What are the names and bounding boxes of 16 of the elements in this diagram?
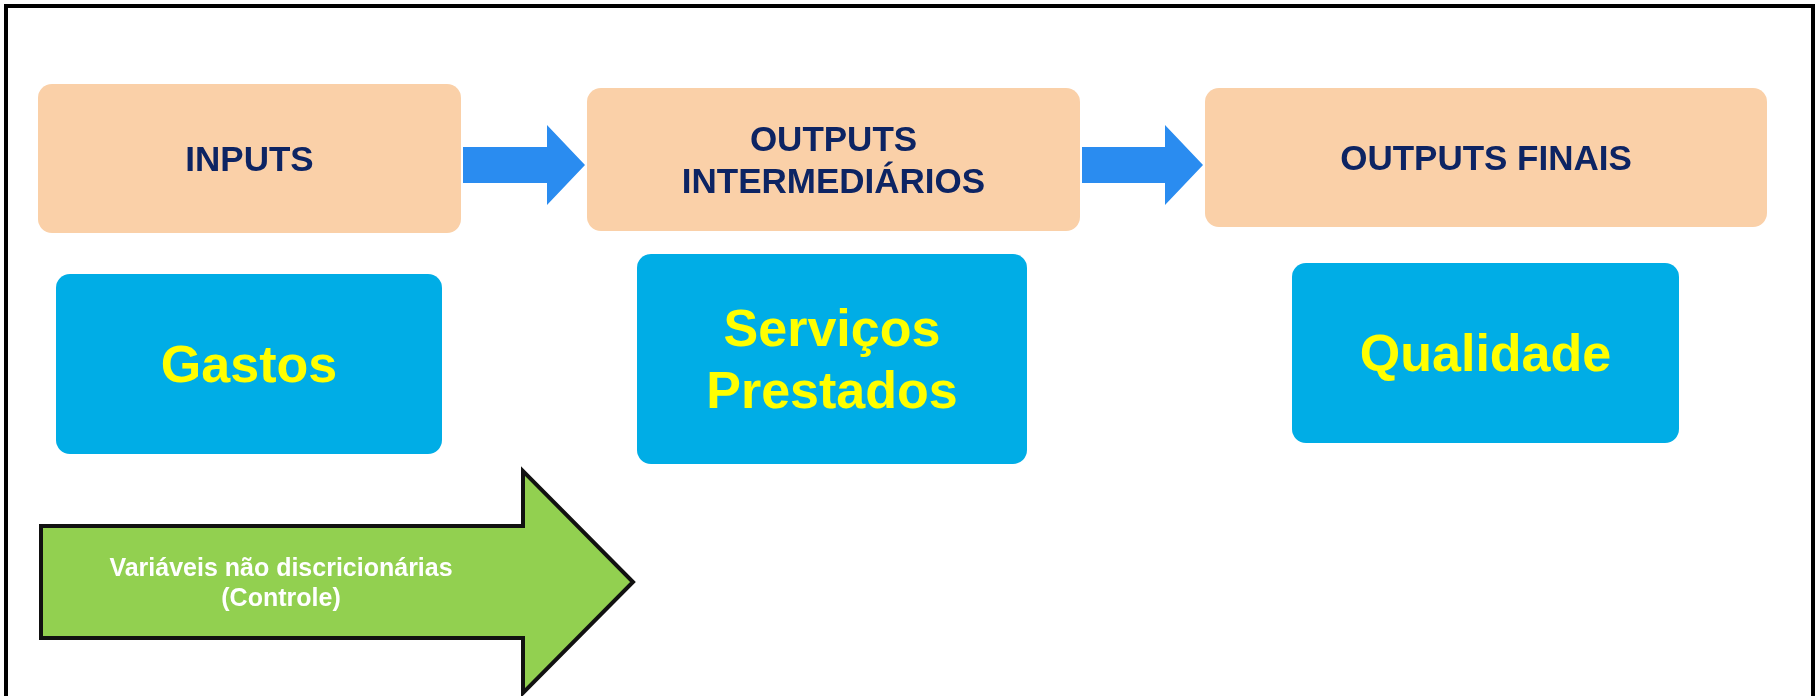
value-label: Serviços Prestados bbox=[705, 297, 959, 421]
block-arrow bbox=[463, 125, 585, 205]
value-box bbox=[56, 274, 442, 454]
block-arrow bbox=[39, 469, 636, 695]
category-title: INPUTS bbox=[185, 137, 314, 180]
value-label: Gastos bbox=[160, 333, 338, 395]
category-box bbox=[38, 84, 461, 233]
block-arrow bbox=[1082, 125, 1203, 205]
value-box bbox=[1292, 263, 1679, 443]
category-title: OUTPUTS INTERMEDIÁRIOS bbox=[680, 117, 987, 202]
category-box bbox=[587, 88, 1080, 231]
value-box bbox=[637, 254, 1027, 464]
value-label: Qualidade bbox=[1359, 322, 1612, 384]
arrow-label: Variáveis não discricionárias (Controle) bbox=[108, 552, 454, 612]
category-box bbox=[1205, 88, 1767, 227]
category-title: OUTPUTS FINAIS bbox=[1340, 136, 1632, 179]
